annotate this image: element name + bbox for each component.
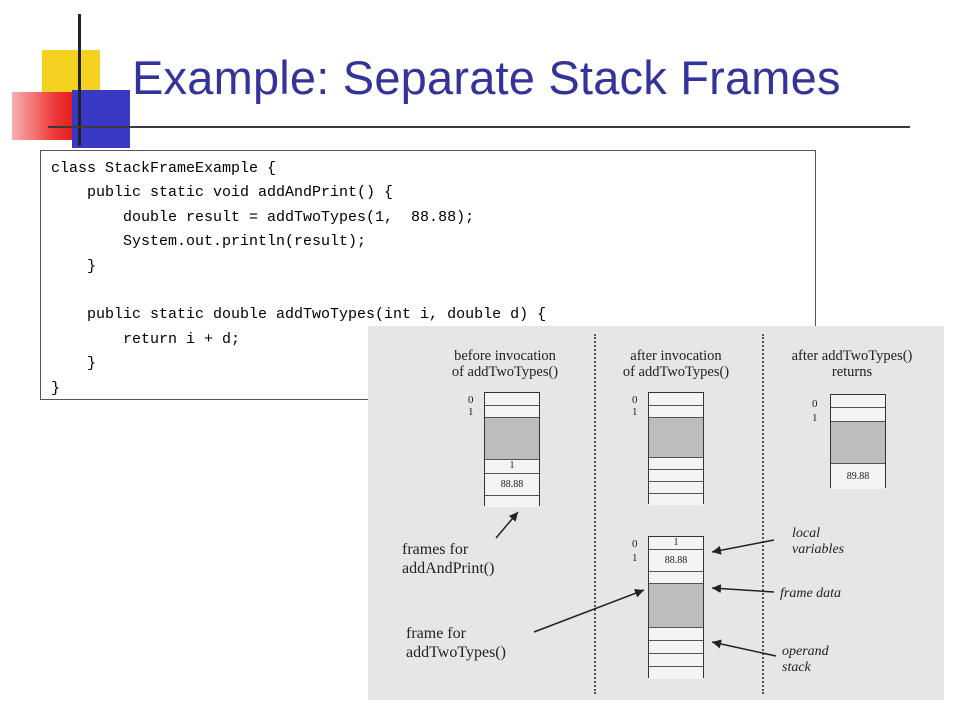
- red-square: [12, 92, 72, 140]
- code-line: System.out.println(result);: [51, 233, 367, 251]
- index-label: 0: [468, 394, 474, 406]
- stack-cell: 1: [649, 537, 703, 549]
- code-line: [51, 279, 546, 303]
- code-block: class StackFrameExample { public static …: [51, 157, 546, 401]
- stack-cell: [649, 481, 703, 493]
- label-frame-for-addtwotypes: frame for addTwoTypes(): [406, 625, 506, 661]
- stack-cell: [831, 421, 885, 463]
- annotation-arrows: [495, 511, 777, 657]
- stack-cell: [649, 493, 703, 505]
- code-line: public static void addAndPrint() {: [51, 184, 394, 202]
- stack-addandprint-after-return: 89.88: [830, 394, 886, 489]
- stack-cell: [485, 417, 539, 459]
- label-frames-for-addandprint: frames for addAndPrint(): [402, 541, 495, 577]
- index-label: 0: [812, 398, 818, 410]
- arrow: [711, 584, 775, 594]
- stack-cell: [485, 393, 539, 405]
- arrow: [711, 539, 775, 555]
- header-after-return: after addTwoTypes() returns: [791, 348, 913, 380]
- stack-addandprint-after: [648, 392, 704, 505]
- column-separator: [594, 334, 596, 694]
- title-underline: [48, 126, 910, 128]
- code-line: }: [51, 355, 97, 373]
- code-line: }: [51, 257, 97, 275]
- stack-addtwotypes-frame: 1 88.88: [648, 536, 704, 679]
- arrow: [711, 639, 777, 657]
- index-label: 0: [632, 394, 638, 406]
- code-line: double result = addTwoTypes(1, 88.88);: [51, 208, 475, 226]
- index-label: 1: [468, 406, 474, 418]
- stack-cell: [649, 457, 703, 469]
- stack-cell: [831, 407, 885, 421]
- stack-cell: 1: [485, 459, 539, 473]
- index-label: 1: [632, 406, 638, 418]
- label-operand-stack: operand stack: [782, 644, 829, 675]
- arrow: [533, 589, 645, 633]
- stack-cell: [649, 666, 703, 679]
- stack-cell: [831, 395, 885, 407]
- header-before-invocation: before invocation of addTwoTypes(): [451, 348, 559, 380]
- stack-cell: [649, 393, 703, 405]
- stack-cell: [485, 405, 539, 417]
- index-label: 0: [632, 538, 638, 550]
- vertical-rule: [78, 14, 81, 146]
- stack-cell: 88.88: [485, 473, 539, 495]
- stack-cell: [649, 653, 703, 666]
- header-after-invocation: after invocation of addTwoTypes(): [622, 348, 730, 380]
- stack-cell: [649, 417, 703, 457]
- stack-cell: [485, 495, 539, 507]
- stack-frames-figure: before invocation of addTwoTypes() after…: [368, 326, 944, 700]
- stack-cell: [649, 583, 703, 627]
- stack-cell: [649, 469, 703, 481]
- stack-cell: [649, 640, 703, 653]
- stack-cell: 89.88: [831, 463, 885, 489]
- slide-title: Example: Separate Stack Frames: [132, 51, 841, 104]
- stack-addandprint-before: 1 88.88: [484, 392, 540, 507]
- index-label: 1: [812, 412, 818, 424]
- code-line: }: [51, 379, 61, 397]
- index-label: 1: [632, 552, 638, 564]
- code-line: return i + d;: [51, 330, 241, 348]
- stack-cell: [649, 627, 703, 640]
- blue-square: [72, 90, 130, 148]
- arrow: [495, 511, 519, 539]
- label-frame-data: frame data: [780, 586, 842, 601]
- code-line: class StackFrameExample {: [51, 160, 277, 177]
- label-local-variables: local variables: [792, 526, 845, 557]
- code-line: public static double addTwoTypes(int i, …: [51, 306, 547, 324]
- column-separator: [762, 334, 764, 694]
- stack-cell: 88.88: [649, 549, 703, 571]
- stack-cell: [649, 405, 703, 417]
- stack-cell: [649, 571, 703, 583]
